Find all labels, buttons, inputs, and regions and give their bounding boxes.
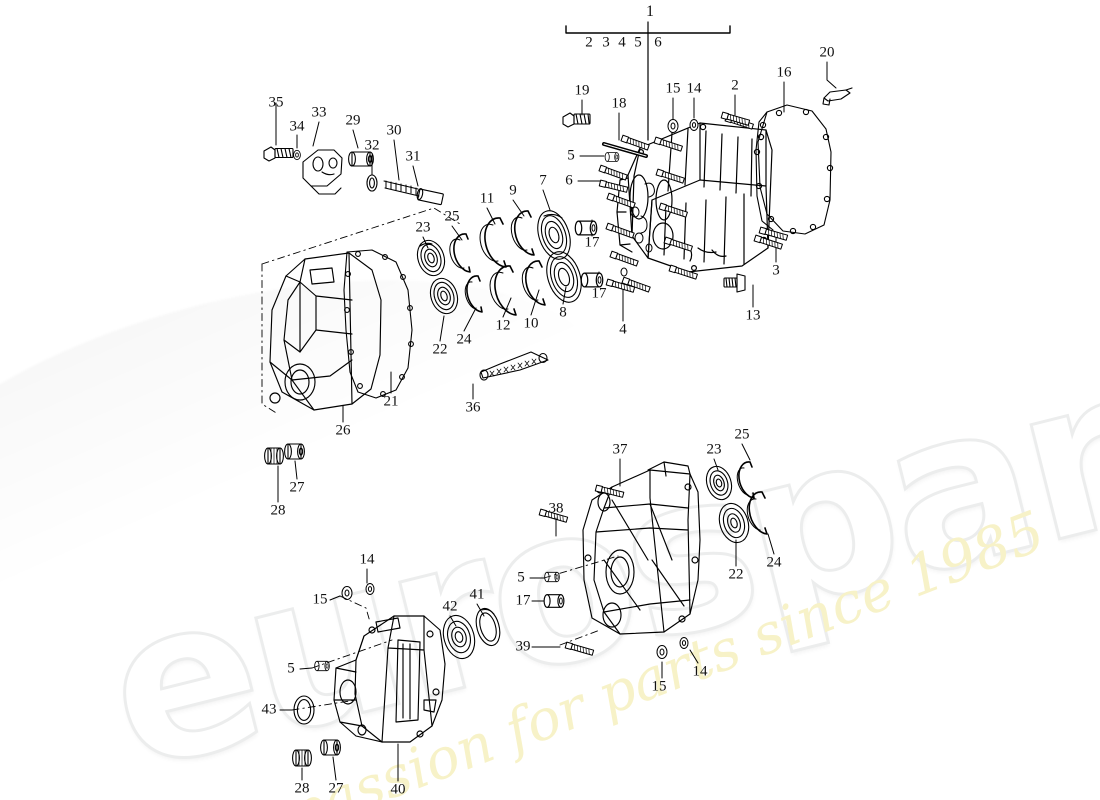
small-parts-left-face bbox=[620, 182, 655, 277]
callout-28-low: 28 bbox=[294, 780, 310, 797]
part-18-pin bbox=[602, 142, 648, 158]
rear-housing-37 bbox=[582, 461, 701, 635]
callout-32: 32 bbox=[364, 137, 380, 154]
callout-27-low: 27 bbox=[328, 780, 344, 797]
callout-1: 1 bbox=[646, 3, 654, 20]
front-housing-26 bbox=[269, 252, 382, 411]
callout-10: 10 bbox=[523, 315, 539, 332]
callout-6: 6 bbox=[565, 172, 573, 189]
bearing-8 bbox=[546, 251, 582, 303]
snapring-10 bbox=[521, 260, 546, 306]
callout-15-top: 15 bbox=[665, 80, 681, 97]
callout-2: 2 bbox=[731, 77, 739, 94]
assembly-axis-upper bbox=[261, 207, 461, 415]
callout-43: 43 bbox=[261, 701, 277, 718]
callout-24: 24 bbox=[456, 331, 472, 348]
callout-31: 31 bbox=[405, 148, 421, 165]
callout-38: 38 bbox=[548, 500, 564, 517]
part-28-upper bbox=[264, 447, 284, 465]
callout-17-mid: 17 bbox=[515, 592, 531, 609]
bearing-22 bbox=[429, 277, 459, 315]
part-33-lever bbox=[302, 149, 343, 195]
callout-26: 26 bbox=[335, 422, 351, 439]
callout-17-b: 17 bbox=[591, 285, 607, 302]
callout-6-bracket: 6 bbox=[654, 34, 662, 51]
bearing-22b bbox=[718, 502, 750, 544]
callout-8: 8 bbox=[559, 304, 567, 321]
callout-41: 41 bbox=[469, 586, 485, 603]
part-35-bolt bbox=[263, 146, 294, 162]
callout-25: 25 bbox=[444, 208, 460, 225]
callout-23: 23 bbox=[415, 219, 431, 236]
part-28-lower bbox=[292, 749, 312, 767]
part-20-bracket bbox=[822, 87, 853, 106]
bearing-7 bbox=[537, 210, 571, 260]
callout-3-bracket: 3 bbox=[602, 34, 610, 51]
callout-24-b: 24 bbox=[766, 554, 782, 571]
callout-13: 13 bbox=[745, 307, 761, 324]
part-31-pin bbox=[416, 188, 444, 206]
callout-14-top: 14 bbox=[686, 80, 702, 97]
part-30-spring bbox=[383, 180, 420, 197]
gasket-right bbox=[753, 104, 834, 235]
snapring-24 bbox=[464, 275, 483, 313]
seal-41 bbox=[475, 607, 501, 647]
snapring-12 bbox=[489, 265, 517, 316]
cover-housing-40 bbox=[333, 615, 446, 743]
callout-42: 42 bbox=[442, 598, 458, 615]
callout-5-low: 5 bbox=[287, 660, 295, 677]
bearing-23b bbox=[705, 465, 733, 501]
snapring-25 bbox=[449, 233, 471, 273]
part-19-plug bbox=[562, 112, 591, 128]
callout-7: 7 bbox=[539, 172, 547, 189]
callout-18: 18 bbox=[611, 95, 627, 112]
callout-14-low: 14 bbox=[359, 551, 375, 568]
part-27-upper bbox=[284, 443, 305, 460]
callout-4: 4 bbox=[619, 321, 627, 338]
callout-5-bracket: 5 bbox=[634, 34, 642, 51]
callout-19: 19 bbox=[574, 82, 590, 99]
callout-5-top: 5 bbox=[567, 147, 575, 164]
callout-36: 36 bbox=[465, 399, 481, 416]
callout-35: 35 bbox=[268, 94, 284, 111]
part-27-lower bbox=[320, 739, 341, 756]
callout-23-b: 23 bbox=[706, 441, 722, 458]
callout-2-bracket: 2 bbox=[585, 34, 593, 51]
callout-21: 21 bbox=[383, 393, 399, 410]
bearing-42 bbox=[442, 614, 476, 660]
gasket-left-21 bbox=[343, 249, 414, 399]
callout-3: 3 bbox=[772, 262, 780, 279]
callout-22-b: 22 bbox=[728, 566, 744, 583]
callout-37: 37 bbox=[612, 441, 628, 458]
snapring-9 bbox=[510, 210, 535, 256]
callout-39: 39 bbox=[515, 638, 531, 655]
callout-14-mid: 14 bbox=[692, 663, 708, 680]
callout-30: 30 bbox=[386, 122, 402, 139]
callout-17-a: 17 bbox=[584, 234, 600, 251]
callout-5-mid: 5 bbox=[517, 569, 525, 586]
part-13-plug bbox=[723, 273, 746, 293]
strap-36 bbox=[479, 351, 549, 381]
callout-28-top: 28 bbox=[270, 502, 286, 519]
callout-34: 34 bbox=[289, 118, 305, 135]
assembly-bracket bbox=[565, 21, 731, 141]
callout-22: 22 bbox=[432, 341, 448, 358]
callout-4-bracket: 4 bbox=[618, 34, 626, 51]
callout-9: 9 bbox=[509, 182, 517, 199]
callout-12: 12 bbox=[495, 317, 511, 334]
callout-25-b: 25 bbox=[734, 426, 750, 443]
callout-15-low: 15 bbox=[312, 591, 328, 608]
callout-11: 11 bbox=[479, 190, 495, 207]
callout-16: 16 bbox=[776, 64, 792, 81]
callout-15-mid: 15 bbox=[651, 678, 667, 695]
callout-29: 29 bbox=[345, 112, 361, 129]
callout-20: 20 bbox=[819, 44, 835, 61]
snapring-24b bbox=[746, 491, 768, 535]
callout-33: 33 bbox=[311, 104, 327, 121]
callout-27-top: 27 bbox=[289, 479, 305, 496]
callout-40: 40 bbox=[390, 781, 406, 798]
